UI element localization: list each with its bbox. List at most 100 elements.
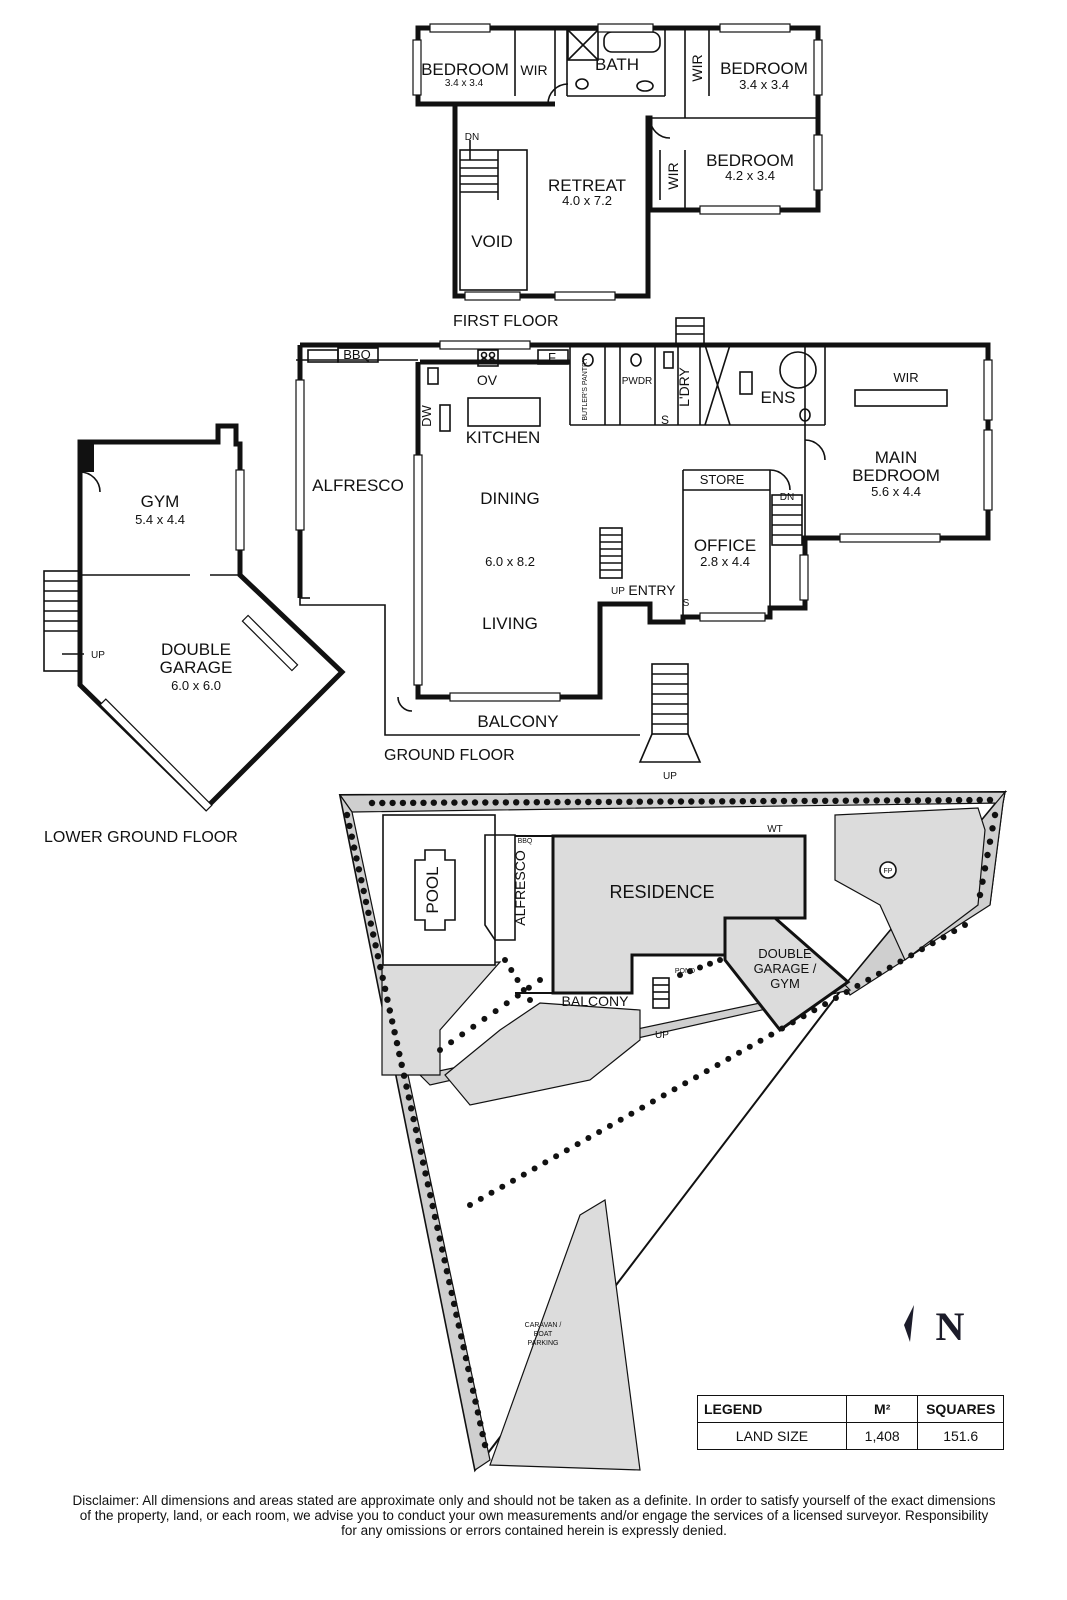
tree-dot <box>446 1278 453 1286</box>
tree-dot <box>677 972 683 978</box>
tree-dot <box>441 1257 448 1264</box>
tree-dot <box>462 1354 470 1362</box>
tree-dot <box>370 931 377 938</box>
tree-dot <box>646 798 654 805</box>
tree-dot <box>832 995 839 1001</box>
gf-main-bedroom-dims: 5.6 x 4.4 <box>871 484 921 499</box>
tree-dot <box>660 1092 667 1099</box>
legend-land-size-label: LAND SIZE <box>697 1422 847 1450</box>
tree-dot <box>398 1061 405 1069</box>
tree-dot <box>408 1105 415 1112</box>
tree-dot <box>477 1195 484 1202</box>
tree-dot <box>450 1300 458 1308</box>
tree-dot <box>945 797 952 804</box>
tree-dot <box>471 799 479 806</box>
tree-dot <box>657 798 664 805</box>
tree-dot <box>940 934 947 941</box>
legend-row: LAND SIZE 1,408 151.6 <box>697 1422 1004 1450</box>
tree-dot <box>533 799 540 806</box>
tree-dot <box>481 1441 489 1449</box>
tree-dot <box>405 1094 413 1101</box>
tree-dot <box>596 1129 603 1135</box>
tree-dot <box>458 1333 465 1340</box>
tree-dot <box>482 799 489 806</box>
tree-dot <box>617 1116 624 1123</box>
tree-dot <box>760 797 767 805</box>
tree-dot <box>688 798 695 805</box>
site-bbq-label: BBQ <box>518 838 533 845</box>
gf-up-label: UP <box>611 586 625 597</box>
tree-dot <box>499 1183 506 1190</box>
tree-dot <box>417 1148 424 1155</box>
site-wt-label: WT <box>767 824 783 835</box>
tree-dot <box>574 798 582 806</box>
tree-dot <box>481 1015 488 1022</box>
gf-dn-label: DN <box>780 492 794 503</box>
site-alfresco-label: ALFRESCO <box>512 850 528 926</box>
tree-dot <box>725 1055 732 1062</box>
tree-dot <box>908 952 915 959</box>
tree-dot <box>883 797 891 804</box>
tree-dot <box>520 1171 527 1178</box>
site-parking-label-1: CARAVAN / <box>525 1322 562 1329</box>
site-balcony-label: BALCONY <box>562 993 630 1009</box>
tree-dot <box>708 798 716 805</box>
tree-dot <box>443 1268 451 1275</box>
tree-dot <box>502 799 510 806</box>
tree-dot <box>343 811 351 819</box>
tree-dot <box>492 799 499 806</box>
tree-dot <box>976 891 984 899</box>
tree-dot <box>430 799 437 806</box>
tree-dot <box>470 1023 477 1030</box>
tree-dot <box>379 799 386 807</box>
tree-dot <box>543 798 551 806</box>
tree-dot <box>749 797 757 805</box>
ff-wir-3-label: WIR <box>665 162 681 189</box>
tree-dot <box>605 798 613 806</box>
tree-dot <box>553 1153 560 1160</box>
gf-bbq-label: BBQ <box>343 347 370 362</box>
ff-bedroom-1-label: BEDROOM <box>421 60 509 79</box>
north-label: N <box>936 1304 965 1349</box>
ff-stair-dn-label: DN <box>465 132 479 143</box>
gf-fridge-label: F <box>548 350 556 365</box>
tree-dot <box>422 1170 429 1177</box>
tree-dot <box>431 1213 439 1221</box>
ff-bedroom-3-label: BEDROOM <box>706 151 794 170</box>
tree-dot <box>420 799 427 806</box>
tree-dot <box>492 1008 499 1015</box>
tree-dot <box>386 1007 393 1014</box>
tree-dot <box>703 1068 710 1075</box>
tree-dot <box>904 797 911 804</box>
tree-dot <box>671 1086 678 1093</box>
tree-dot <box>479 1430 486 1438</box>
tree-dot <box>863 797 870 804</box>
tree-dot <box>757 1037 764 1044</box>
tree-dot <box>682 1080 689 1087</box>
ff-bedroom-1-dims: 3.4 x 3.4 <box>445 78 484 89</box>
tree-dot <box>362 898 370 906</box>
tree-dot <box>636 798 643 805</box>
tree-dot <box>649 1098 656 1105</box>
gf-main-bedroom-label-1: MAIN <box>875 448 918 467</box>
tree-dot <box>929 940 936 947</box>
tree-dot <box>986 838 994 845</box>
ground-floor-title: GROUND FLOOR <box>384 747 515 764</box>
tree-dot <box>919 946 925 953</box>
tree-dot <box>962 922 968 928</box>
site-garage-gym-label-2: GARAGE / <box>754 961 817 976</box>
tree-dot <box>976 796 983 804</box>
tree-dot <box>811 797 819 805</box>
tree-dot <box>358 877 365 884</box>
tree-dot <box>852 797 860 804</box>
tree-dot <box>348 833 355 840</box>
tree-dot <box>687 968 693 975</box>
tree-dot <box>531 1165 538 1172</box>
tree-dot <box>822 797 829 804</box>
site-pond-label: POND <box>675 968 695 975</box>
tree-dot <box>503 1000 510 1007</box>
gf-wir-label: WIR <box>893 370 918 385</box>
gf-s1-label: S <box>661 413 669 427</box>
ff-bedroom-3-dims: 4.2 x 3.4 <box>725 168 775 183</box>
tree-dot <box>951 928 958 935</box>
